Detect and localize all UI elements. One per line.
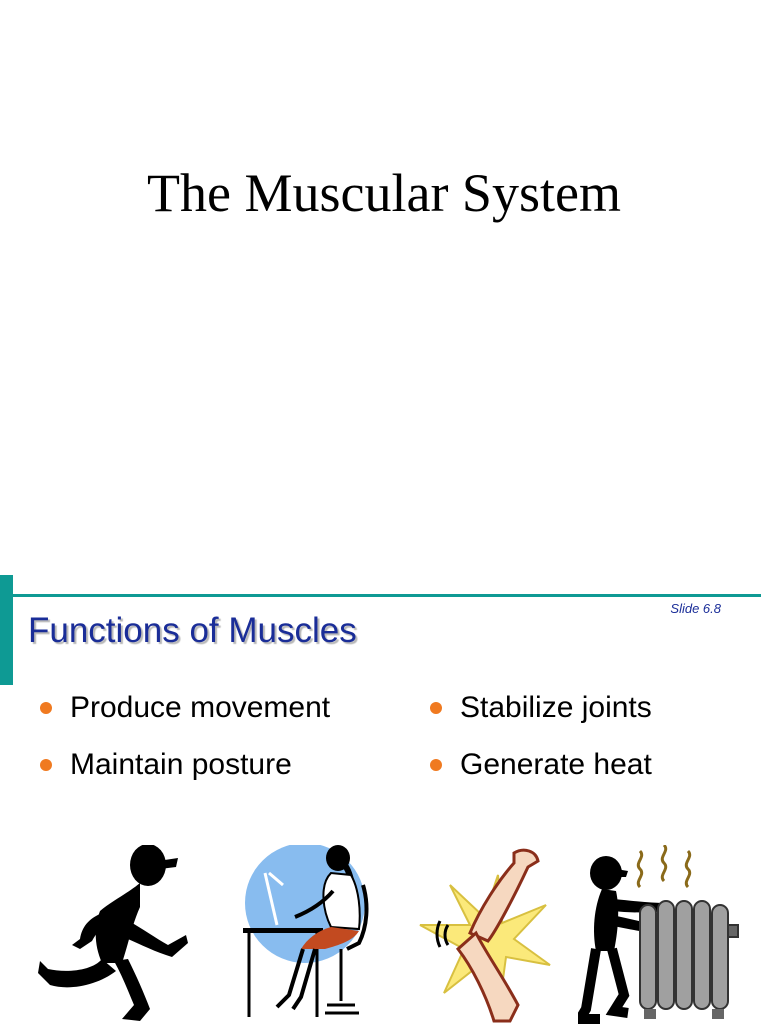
- bullet-dot-icon: [430, 759, 442, 771]
- figure-at-radiator-icon: [578, 845, 739, 1024]
- slide-heading: Functions of Muscles: [28, 611, 357, 650]
- woman-at-desk-icon: [243, 845, 369, 1017]
- bullet-text: Generate heat: [460, 748, 652, 781]
- bullet-item: Stabilize joints: [430, 688, 652, 728]
- elbow-joint-icon: [419, 848, 551, 1023]
- bullet-dot-icon: [430, 702, 442, 714]
- running-figure-icon: [38, 845, 188, 1021]
- bullet-item: Generate heat: [430, 745, 652, 785]
- bullet-text: Produce movement: [70, 691, 331, 724]
- bullet-dot-icon: [40, 702, 52, 714]
- accent-bar: [0, 575, 13, 685]
- bullet-text: Stabilize joints: [460, 691, 652, 724]
- accent-line: [13, 594, 761, 597]
- slide-number: Slide 6.8: [670, 601, 721, 616]
- bullet-dot-icon: [40, 759, 52, 771]
- page-title: The Muscular System: [147, 163, 621, 223]
- slide-functions-of-muscles: Functions of Muscles Slide 6.8 Produce m…: [0, 575, 768, 1024]
- bullet-text: Maintain posture: [70, 748, 292, 781]
- bullet-item: Produce movement: [40, 688, 330, 728]
- bullet-item: Maintain posture: [40, 745, 292, 785]
